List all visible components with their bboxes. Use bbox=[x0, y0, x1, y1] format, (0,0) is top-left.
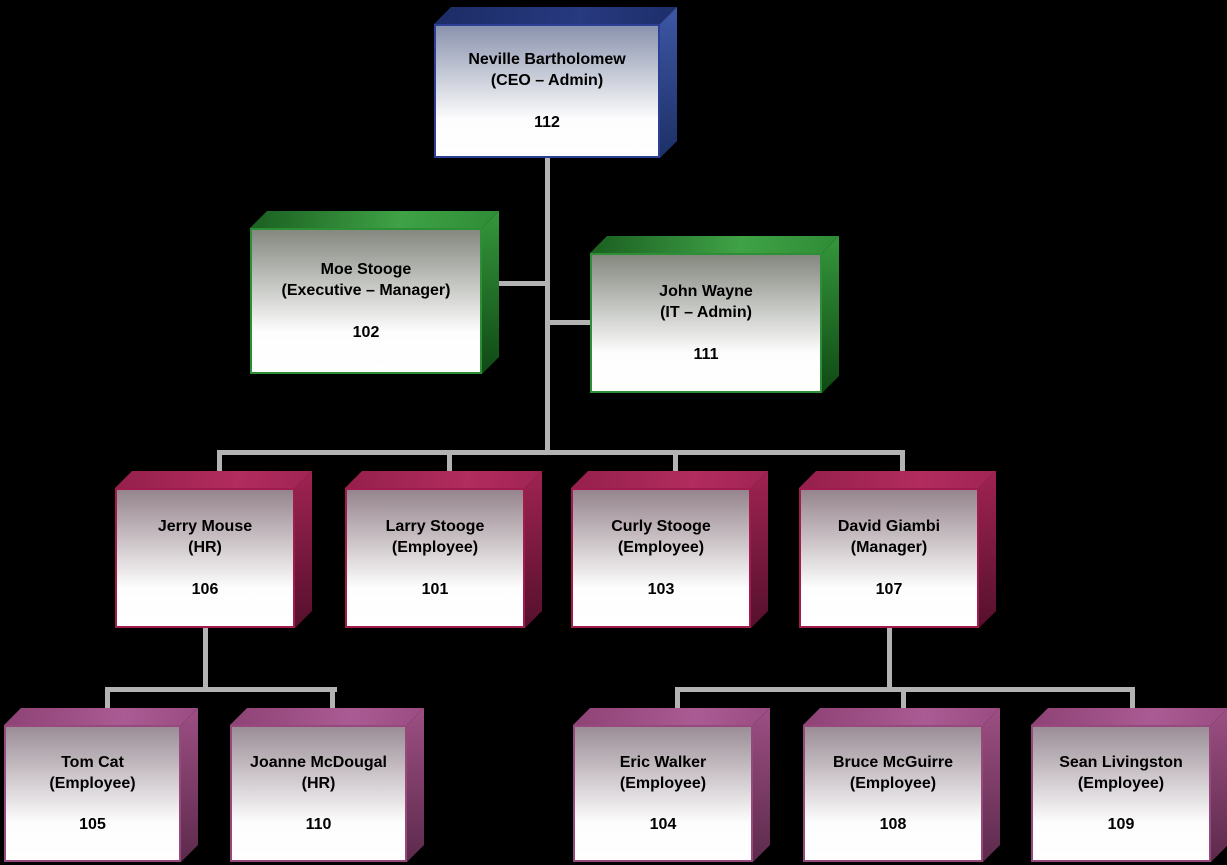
org-node-sean-livingston[interactable]: Sean Livingston (Employee) 109 bbox=[1031, 708, 1227, 862]
node-name: Jerry Mouse bbox=[157, 518, 253, 536]
org-node-bruce-mcguirre[interactable]: Bruce McGuirre (Employee) 108 bbox=[803, 708, 1000, 862]
node-name: Joanne McDougal bbox=[250, 753, 387, 771]
connector-sean-top-stub bbox=[1130, 687, 1135, 715]
node-number: 111 bbox=[693, 345, 719, 363]
node-number: 105 bbox=[79, 816, 106, 834]
box-front-face: Curly Stooge (Employee) 103 bbox=[571, 488, 751, 628]
node-role: (CEO – Admin) bbox=[490, 72, 604, 89]
box-front-face: Bruce McGuirre (Employee) 108 bbox=[803, 725, 983, 862]
org-node-moe-stooge[interactable]: Moe Stooge (Executive – Manager) 102 bbox=[250, 211, 499, 374]
node-name: Bruce McGuirre bbox=[832, 753, 954, 771]
node-role: (Employee) bbox=[619, 774, 707, 792]
node-number: 107 bbox=[875, 580, 903, 598]
node-number: 101 bbox=[421, 580, 449, 598]
connector-jerry-top-stub bbox=[217, 450, 222, 478]
node-role: (Employee) bbox=[49, 774, 136, 792]
node-role: (Executive – Manager) bbox=[281, 282, 451, 299]
connector-jerry-children-bar bbox=[105, 687, 337, 692]
org-node-david-giambi[interactable]: David Giambi (Manager) 107 bbox=[799, 471, 996, 628]
node-role: (Employee) bbox=[391, 539, 479, 556]
node-name: Moe Stooge bbox=[320, 261, 412, 279]
node-name: Curly Stooge bbox=[611, 518, 711, 536]
connector-tom-top-stub bbox=[105, 687, 110, 715]
node-number: 103 bbox=[647, 580, 675, 598]
org-node-larry-stooge[interactable]: Larry Stooge (Employee) 101 bbox=[345, 471, 542, 628]
connector-curly-top-stub bbox=[673, 450, 678, 478]
box-front-face: Tom Cat (Employee) 105 bbox=[4, 725, 181, 862]
box-front-face: Neville Bartholomew (CEO – Admin) 112 bbox=[434, 24, 660, 158]
org-node-eric-walker[interactable]: Eric Walker (Employee) 104 bbox=[573, 708, 770, 862]
box-front-face: Moe Stooge (Executive – Manager) 102 bbox=[250, 228, 482, 374]
node-number: 108 bbox=[879, 816, 907, 834]
node-role: (IT – Admin) bbox=[660, 304, 752, 321]
node-role: (Employee) bbox=[1077, 774, 1165, 792]
node-name: Sean Livingston bbox=[1059, 753, 1183, 771]
node-number: 106 bbox=[191, 580, 219, 598]
connector-eric-top-stub bbox=[675, 687, 680, 715]
node-name: Tom Cat bbox=[61, 753, 124, 771]
node-name: David Giambi bbox=[837, 518, 941, 536]
box-front-face: Eric Walker (Employee) 104 bbox=[573, 725, 753, 862]
connector-moe-stub bbox=[497, 281, 550, 286]
connector-larry-top-stub bbox=[447, 450, 452, 478]
node-number: 104 bbox=[649, 816, 677, 834]
org-node-curly-stooge[interactable]: Curly Stooge (Employee) 103 bbox=[571, 471, 768, 628]
org-node-tom-cat[interactable]: Tom Cat (Employee) 105 bbox=[4, 708, 198, 862]
node-role: (Employee) bbox=[617, 539, 705, 556]
node-name: Eric Walker bbox=[619, 753, 707, 771]
node-number: 102 bbox=[352, 323, 380, 341]
org-node-joanne-mcdougal[interactable]: Joanne McDougal (HR) 110 bbox=[230, 708, 424, 862]
connector-jerry-vertical bbox=[203, 624, 208, 692]
node-role: (HR) bbox=[301, 774, 336, 792]
connector-john-stub bbox=[545, 320, 592, 325]
node-name: Neville Bartholomew bbox=[468, 51, 626, 69]
node-role: (Manager) bbox=[850, 539, 928, 556]
connector-joanne-top-stub bbox=[330, 687, 335, 715]
node-name: John Wayne bbox=[659, 283, 753, 301]
connector-level3-bar bbox=[217, 450, 905, 455]
node-number: 109 bbox=[1107, 816, 1135, 834]
node-number: 110 bbox=[305, 816, 332, 834]
box-front-face: Joanne McDougal (HR) 110 bbox=[230, 725, 407, 862]
box-front-face: David Giambi (Manager) 107 bbox=[799, 488, 979, 628]
connector-bruce-top-stub bbox=[901, 687, 906, 715]
box-front-face: Jerry Mouse (HR) 106 bbox=[115, 488, 295, 628]
org-node-jerry-mouse[interactable]: Jerry Mouse (HR) 106 bbox=[115, 471, 312, 628]
node-role: (HR) bbox=[188, 539, 222, 556]
box-front-face: Larry Stooge (Employee) 101 bbox=[345, 488, 525, 628]
node-role: (Employee) bbox=[849, 774, 937, 792]
org-node-john-wayne[interactable]: John Wayne (IT – Admin) 111 bbox=[590, 236, 839, 393]
org-node-neville-bartholomew[interactable]: Neville Bartholomew (CEO – Admin) 112 bbox=[434, 7, 677, 158]
connector-david-vertical bbox=[887, 624, 892, 692]
box-front-face: Sean Livingston (Employee) 109 bbox=[1031, 725, 1211, 862]
node-number: 112 bbox=[534, 113, 560, 131]
box-front-face: John Wayne (IT – Admin) 111 bbox=[590, 253, 822, 393]
connector-ceo-vertical bbox=[545, 154, 550, 454]
connector-david-top-stub bbox=[900, 450, 905, 478]
node-name: Larry Stooge bbox=[385, 518, 485, 536]
